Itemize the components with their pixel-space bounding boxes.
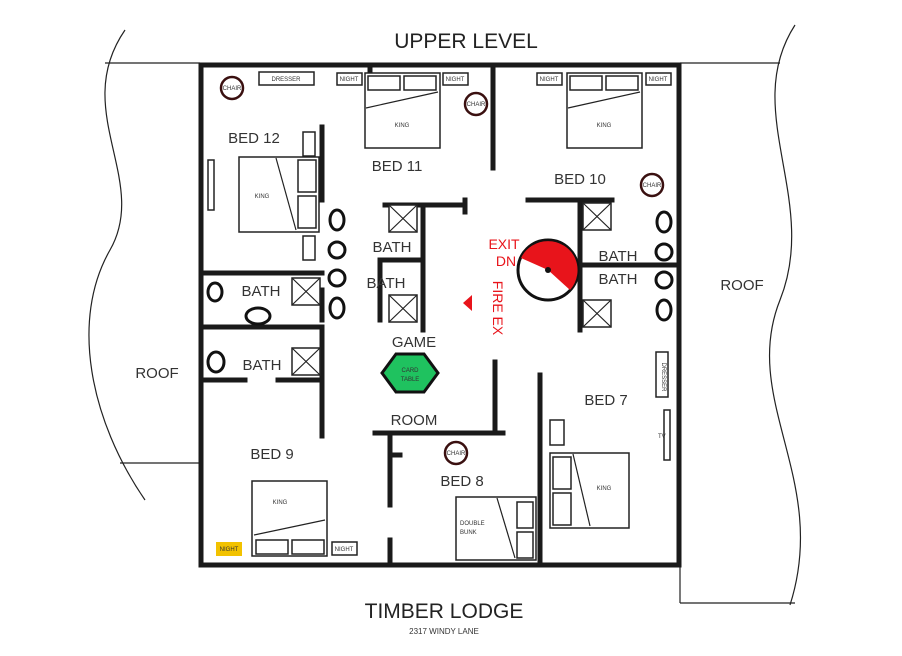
svg-text:NIGHT: NIGHT bbox=[540, 77, 559, 83]
room-label-bath: BATH bbox=[599, 248, 638, 265]
dresser: DRESSER bbox=[258, 71, 315, 86]
room-label-bath: BATH bbox=[373, 239, 412, 256]
interior-walls bbox=[202, 63, 681, 565]
toilet-icon bbox=[206, 208, 674, 374]
room-label-bed7: BED 7 bbox=[584, 392, 627, 409]
nightstand: NIGHT bbox=[331, 541, 358, 556]
nightstand: NIGHT bbox=[536, 72, 563, 86]
room-label-bath: BATH bbox=[242, 283, 281, 300]
double-bunk-bed8: DOUBLE BUNK bbox=[455, 496, 537, 561]
svg-text:KING: KING bbox=[597, 486, 612, 492]
room-label-bed10: BED 10 bbox=[554, 171, 606, 188]
svg-text:TABLE: TABLE bbox=[401, 377, 420, 383]
exterior-wall bbox=[198, 62, 682, 568]
king-bed-bed11: KING bbox=[364, 72, 441, 149]
svg-text:CHAIR: CHAIR bbox=[467, 102, 486, 108]
chair-icon: CHAIR bbox=[639, 172, 665, 198]
roof-label-left: ROOF bbox=[135, 365, 178, 382]
chair-icon: CHAIR bbox=[443, 440, 469, 466]
chair-icon: CHAIR bbox=[219, 75, 245, 101]
room-label-bed11: BED 11 bbox=[372, 158, 423, 175]
nightstand bbox=[302, 131, 316, 157]
svg-text:CHAIR: CHAIR bbox=[223, 86, 242, 92]
svg-text:DOUBLE: DOUBLE bbox=[460, 521, 485, 527]
nightstand: NIGHT bbox=[645, 72, 672, 86]
svg-text:KING: KING bbox=[395, 123, 410, 129]
svg-text:NIGHT: NIGHT bbox=[649, 77, 668, 83]
svg-text:NIGHT: NIGHT bbox=[340, 77, 359, 83]
nightstand: NIGHT bbox=[336, 72, 363, 86]
room-label-bath: BATH bbox=[599, 271, 638, 288]
roof-outline-right bbox=[679, 24, 802, 606]
nightstand bbox=[302, 235, 316, 261]
tv: TV bbox=[658, 409, 671, 461]
fire-extinguisher-label: FIRE EX bbox=[490, 281, 506, 336]
room-label-bath: BATH bbox=[243, 357, 282, 374]
fire-extinguisher-icon bbox=[463, 295, 472, 311]
room-label-game: GAME bbox=[392, 334, 436, 351]
svg-text:CHAIR: CHAIR bbox=[643, 183, 662, 189]
dresser-bed7: DRESSER bbox=[655, 351, 669, 398]
svg-text:CARD: CARD bbox=[401, 368, 419, 374]
room-label-bed8: BED 8 bbox=[440, 473, 483, 490]
king-bed-bed7: KING bbox=[549, 452, 630, 529]
room-label-bath: BATH bbox=[367, 275, 406, 292]
tv bbox=[207, 159, 215, 211]
room-label-bed12: BED 12 bbox=[228, 130, 280, 147]
svg-text:TV: TV bbox=[658, 434, 666, 440]
svg-text:NIGHT: NIGHT bbox=[446, 77, 465, 83]
plan-title: UPPER LEVEL bbox=[394, 30, 538, 53]
card-table: CARD TABLE bbox=[380, 352, 440, 394]
svg-text:NIGHT: NIGHT bbox=[220, 547, 239, 553]
svg-text:KING: KING bbox=[273, 500, 288, 506]
king-bed-bed10: KING bbox=[566, 72, 643, 149]
room-label-bed9: BED 9 bbox=[250, 446, 293, 463]
shower-icon bbox=[291, 202, 612, 376]
nightstand-highlighted: NIGHT bbox=[216, 542, 242, 556]
svg-text:KING: KING bbox=[597, 123, 612, 129]
spiral-stair-icon bbox=[516, 238, 580, 302]
lodge-address: 2317 WINDY LANE bbox=[409, 627, 479, 636]
svg-text:CHAIR: CHAIR bbox=[447, 451, 466, 457]
king-bed-bed12: KING bbox=[238, 156, 320, 233]
nightstand bbox=[549, 419, 565, 446]
exit-label: EXIT bbox=[488, 236, 520, 252]
svg-text:DRESSER: DRESSER bbox=[271, 77, 301, 83]
svg-text:BUNK: BUNK bbox=[460, 530, 477, 536]
roof-label-right: ROOF bbox=[720, 277, 763, 294]
lodge-name: TIMBER LODGE bbox=[365, 600, 524, 623]
roof-outline-left bbox=[88, 29, 200, 501]
chair-icon: CHAIR bbox=[463, 91, 489, 117]
nightstand: NIGHT bbox=[442, 72, 469, 86]
svg-text:DRESSER: DRESSER bbox=[660, 362, 666, 392]
room-label-room: ROOM bbox=[391, 412, 438, 429]
exit-down-label: DN bbox=[496, 253, 516, 269]
svg-text:NIGHT: NIGHT bbox=[335, 547, 354, 553]
svg-text:KING: KING bbox=[255, 194, 270, 200]
king-bed-bed9: KING bbox=[251, 480, 328, 557]
